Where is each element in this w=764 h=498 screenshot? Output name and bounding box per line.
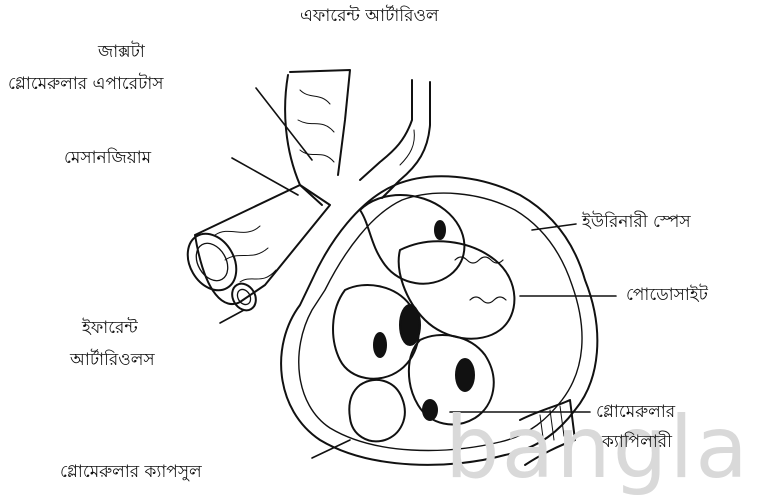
leader-capsule bbox=[312, 440, 350, 458]
label-juxtaglomerular-line1: জাক্সটা bbox=[98, 42, 145, 62]
label-glomerular-capsule: গ্লোমেরুলার ক্যাপসুল bbox=[60, 462, 202, 482]
dark-cell-3 bbox=[374, 333, 386, 357]
leader-urinary-space bbox=[532, 224, 576, 230]
leader-mesangium bbox=[232, 158, 298, 195]
capillary-loop-1 bbox=[360, 195, 464, 284]
efferent-arteriole bbox=[360, 80, 430, 198]
label-afferent-line2: আর্টারিওলস bbox=[70, 350, 155, 370]
label-glomerular-capillary-line1: গ্লোমেরুলার bbox=[596, 402, 675, 422]
label-podocyte: পোডোসাইট bbox=[626, 285, 708, 305]
jg-vessel-texture bbox=[298, 90, 334, 162]
efferent-lines bbox=[400, 130, 414, 165]
label-urinary-space: ইউরিনারী স্পেস bbox=[582, 212, 691, 232]
label-efferent-arteriole: এফারেন্ট আর্টারিওল bbox=[300, 6, 439, 26]
dark-cell-5 bbox=[435, 221, 445, 239]
dark-cell-1 bbox=[400, 305, 420, 345]
label-juxtaglomerular-line2: গ্লোমেরুলার এপারেটাস bbox=[8, 74, 164, 94]
leader-afferent bbox=[220, 310, 244, 323]
label-afferent-line1: ইফারেন্ট bbox=[82, 318, 138, 338]
dark-cell-4 bbox=[423, 400, 437, 420]
label-mesangium: মেসানজিয়াম bbox=[64, 148, 151, 168]
dark-cell-2 bbox=[456, 359, 474, 391]
capillary-loop-5 bbox=[349, 380, 405, 441]
leader-jga bbox=[256, 88, 312, 160]
label-glomerular-capillary-line2: ক্যাপিলারী bbox=[602, 432, 672, 452]
